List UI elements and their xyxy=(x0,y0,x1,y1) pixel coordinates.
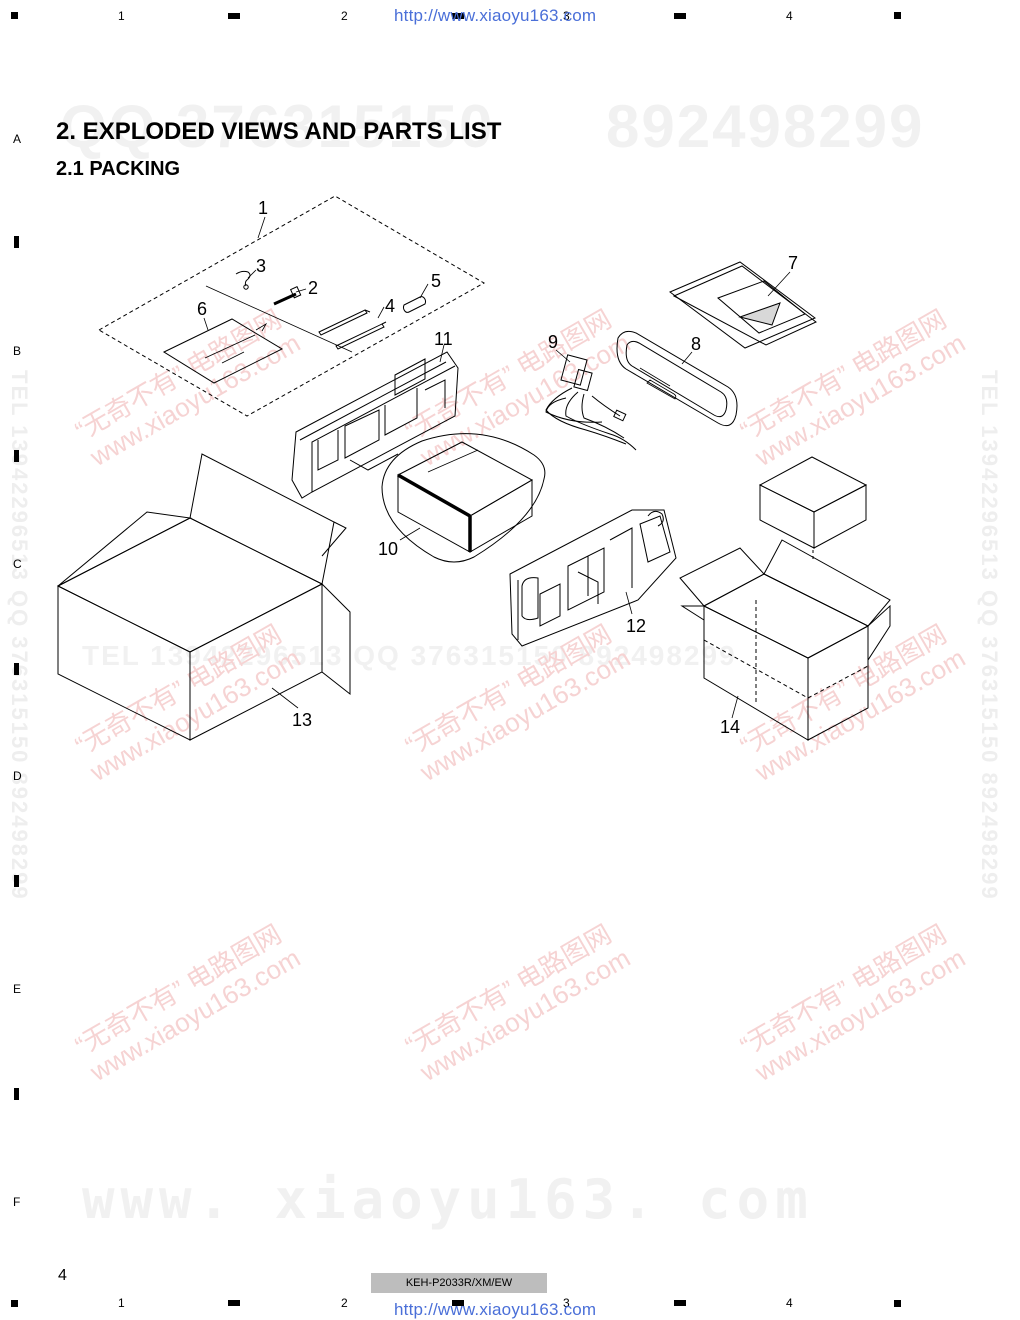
ruler-dash-marker xyxy=(452,13,464,19)
ruler-dash-marker xyxy=(452,1300,464,1306)
callout-9: 9 xyxy=(548,332,558,352)
ruler-dash-marker xyxy=(228,1300,240,1306)
ruler-square-marker xyxy=(894,1300,901,1307)
watermark-qq-number: QQ 376315150 xyxy=(60,93,495,160)
callout-3: 3 xyxy=(256,256,266,276)
callout-10: 10 xyxy=(378,539,398,559)
row-letter: E xyxy=(13,982,22,996)
front-panel-case xyxy=(616,330,738,427)
callout-7: 7 xyxy=(788,253,798,273)
callout-1: 1 xyxy=(258,198,268,218)
watermark-bottom-url: www. xiaoyu163. com xyxy=(82,1168,814,1231)
callout-6: 6 xyxy=(197,299,207,319)
ruler-number: 1 xyxy=(118,9,125,23)
callout-8: 8 xyxy=(691,334,701,354)
callout-4: 4 xyxy=(385,296,395,316)
clip-part xyxy=(235,270,251,290)
row-divider-mark xyxy=(14,1088,19,1100)
header-url-link[interactable]: http://www.xiaoyu163.com xyxy=(394,6,597,25)
callout-5: 5 xyxy=(431,271,441,291)
callout-11: 11 xyxy=(434,329,453,349)
packing-piece-right xyxy=(509,509,677,647)
ruler-dash-marker xyxy=(228,13,240,19)
watermark-phone-number: 892498299 xyxy=(606,93,925,160)
row-letter: F xyxy=(13,1195,21,1209)
model-number-bar: KEH-P2033R/XM/EW xyxy=(371,1273,547,1293)
ruler-number: 2 xyxy=(341,9,348,23)
ruler-square-marker xyxy=(894,12,901,19)
ruler-dash-marker xyxy=(674,1300,686,1306)
owners-manual xyxy=(669,261,817,349)
ruler-square-marker xyxy=(11,12,18,19)
row-letter: D xyxy=(13,769,22,783)
ruler-square-marker xyxy=(11,1300,18,1307)
row-divider-mark xyxy=(14,236,19,248)
unit-in-bag xyxy=(381,433,546,563)
watermark-side-right: TEL 13942296513 QQ 376315150 892498299 xyxy=(977,370,1002,901)
extraction-keys xyxy=(318,309,387,350)
ruler-number: 2 xyxy=(341,1296,348,1310)
callout-leader-lines xyxy=(203,216,791,719)
footer-url-link[interactable]: http://www.xiaoyu163.com xyxy=(394,1300,597,1319)
ruler-dash-marker xyxy=(674,13,686,19)
polyethylene-bag xyxy=(162,318,284,384)
row-divider-mark xyxy=(14,450,19,462)
ruler-number: 3 xyxy=(563,9,570,23)
callout-14: 14 xyxy=(720,717,740,737)
wiring-harness xyxy=(545,354,637,451)
ruler-number: 1 xyxy=(118,1296,125,1310)
callout-2: 2 xyxy=(308,278,318,298)
inner-carton xyxy=(679,456,891,741)
ruler-number: 3 xyxy=(563,1296,570,1310)
outer-carton xyxy=(56,453,351,741)
watermark-side-left: TEL 13942296513 QQ 376315150 892498299 xyxy=(7,370,32,901)
screw-part xyxy=(273,286,302,306)
row-divider-mark xyxy=(14,663,19,675)
packing-piece-left xyxy=(291,351,459,499)
row-letter: A xyxy=(13,132,22,146)
callout-13: 13 xyxy=(292,710,312,730)
ruler-number: 4 xyxy=(786,9,793,23)
section-title: 2.1 PACKING xyxy=(56,158,181,180)
row-letter: C xyxy=(13,557,22,571)
row-divider-mark xyxy=(14,875,19,887)
callout-12: 12 xyxy=(626,616,646,636)
row-letter: B xyxy=(13,344,22,358)
ruler-number: 4 xyxy=(786,1296,793,1310)
watermark-tel-line: TEL 13942296513 QQ 376315150 892498299 xyxy=(82,640,737,671)
bush-part xyxy=(403,296,426,313)
callout-numbers: 1 2 3 4 5 6 7 8 9 10 11 12 13 14 xyxy=(197,198,798,737)
accessory-group-outline xyxy=(97,195,486,417)
page-title: 2. EXPLODED VIEWS AND PARTS LIST xyxy=(56,118,502,145)
page-number: 4 xyxy=(58,1267,67,1284)
